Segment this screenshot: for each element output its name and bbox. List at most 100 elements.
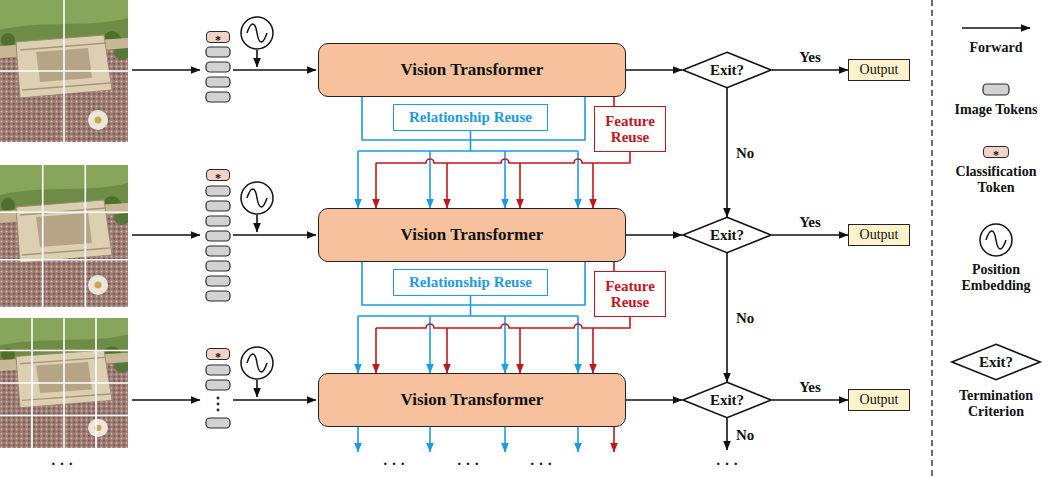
connector-line bbox=[357, 316, 359, 373]
connector bbox=[626, 400, 682, 401]
position-embedding bbox=[241, 17, 1012, 379]
connector bbox=[614, 262, 615, 271]
branch-label: Yes bbox=[797, 49, 823, 66]
connector bbox=[358, 305, 578, 373]
connector-line bbox=[592, 328, 594, 373]
classification-token: * bbox=[206, 31, 230, 43]
transformer-box: Vision Transformer bbox=[318, 373, 626, 427]
connector-line bbox=[626, 399, 682, 401]
transformer-box: Vision Transformer bbox=[318, 208, 626, 262]
connector-line bbox=[362, 97, 585, 140]
legend-divider bbox=[931, 0, 932, 477]
connector-line bbox=[375, 163, 377, 208]
legend-label: Classification Token bbox=[940, 164, 1052, 196]
node-label: Exit? bbox=[710, 227, 744, 244]
node-label: Exit? bbox=[710, 392, 744, 409]
connector-line bbox=[446, 163, 448, 208]
node-label: Vision Transformer bbox=[401, 390, 544, 410]
continuation-dots: · · · bbox=[530, 455, 553, 473]
classification-token: * bbox=[206, 169, 230, 181]
connector bbox=[772, 400, 848, 401]
connector-line bbox=[357, 151, 359, 208]
branch-label: Yes bbox=[797, 379, 823, 396]
connector bbox=[772, 70, 848, 71]
node-label: Feature Reuse bbox=[599, 113, 661, 146]
node-label: Vision Transformer bbox=[401, 60, 544, 80]
connector bbox=[727, 253, 728, 382]
connector-line bbox=[592, 163, 594, 208]
output-box: Output bbox=[848, 389, 910, 411]
node-label: Exit? bbox=[979, 354, 1013, 371]
connector-line bbox=[358, 305, 578, 316]
connector-line bbox=[726, 88, 728, 217]
continuation-dots: · · · bbox=[51, 455, 74, 473]
continuation-dots: · · · bbox=[383, 455, 406, 473]
connector bbox=[727, 88, 728, 217]
node-label: Feature Reuse bbox=[599, 278, 661, 311]
forward-arrow bbox=[132, 50, 316, 400]
connector bbox=[376, 152, 630, 208]
legend-label: Image Tokens bbox=[940, 102, 1052, 118]
node-label: Output bbox=[860, 62, 899, 78]
connector-line bbox=[726, 253, 728, 382]
connector-line bbox=[446, 328, 448, 373]
decision-diamond: Exit? bbox=[682, 217, 772, 253]
connector bbox=[626, 70, 682, 71]
continuation-dots: · · · bbox=[457, 455, 480, 473]
connector bbox=[362, 262, 585, 305]
output-box: Output bbox=[848, 59, 910, 81]
node-label: * bbox=[215, 351, 221, 363]
token-ellipsis bbox=[217, 397, 220, 412]
continuation-dots: · · · bbox=[716, 455, 739, 473]
connector-line bbox=[375, 328, 377, 373]
connector-line bbox=[772, 399, 848, 401]
decision-diamond: Exit? bbox=[682, 382, 772, 418]
node-label: * bbox=[215, 34, 221, 46]
decision-diamond: Exit? bbox=[682, 52, 772, 88]
node-label: * bbox=[993, 149, 999, 161]
legend-label: Termination Criterion bbox=[940, 388, 1052, 420]
classification-token: * bbox=[206, 348, 230, 360]
connector-line bbox=[376, 317, 630, 328]
transformer-box: Vision Transformer bbox=[318, 43, 626, 97]
connector bbox=[376, 317, 630, 373]
node-label: Relationship Reuse bbox=[409, 274, 532, 291]
connector bbox=[614, 97, 615, 106]
connector-line bbox=[376, 152, 630, 163]
connector-line bbox=[519, 163, 521, 208]
connector-line bbox=[626, 234, 682, 236]
photo-tile bbox=[0, 165, 130, 307]
connector-line bbox=[613, 262, 615, 271]
connector-line bbox=[772, 234, 848, 236]
branch-label: No bbox=[734, 309, 756, 326]
reuse-box: Relationship Reuse bbox=[393, 269, 548, 296]
connector bbox=[362, 97, 585, 140]
branch-label: No bbox=[736, 426, 754, 444]
connector-line bbox=[358, 140, 578, 151]
connector bbox=[626, 235, 682, 236]
connector-line bbox=[626, 69, 682, 71]
node-label: Relationship Reuse bbox=[409, 109, 532, 126]
node-label: Output bbox=[860, 227, 899, 243]
classification-token: * bbox=[983, 146, 1009, 158]
connector-line bbox=[519, 328, 521, 373]
photo-tile bbox=[0, 318, 130, 448]
connector bbox=[358, 140, 578, 208]
branch-label: No bbox=[734, 144, 756, 161]
image-token bbox=[206, 47, 1009, 428]
connector-line bbox=[613, 97, 615, 106]
reuse-box: Feature Reuse bbox=[594, 271, 666, 317]
connector bbox=[772, 235, 848, 236]
photo-tile bbox=[0, 0, 130, 142]
reuse-box: Relationship Reuse bbox=[393, 104, 548, 131]
branch-label: Yes bbox=[797, 214, 823, 231]
legend-label: Position Embedding bbox=[940, 262, 1052, 294]
reuse-box: Feature Reuse bbox=[594, 106, 666, 152]
decision-diamond: Exit? bbox=[951, 344, 1041, 380]
node-label: Exit? bbox=[710, 62, 744, 79]
connector-line bbox=[362, 262, 585, 305]
node-label: Vision Transformer bbox=[401, 225, 544, 245]
legend-forward-sample bbox=[962, 27, 1030, 29]
output-box: Output bbox=[848, 224, 910, 246]
